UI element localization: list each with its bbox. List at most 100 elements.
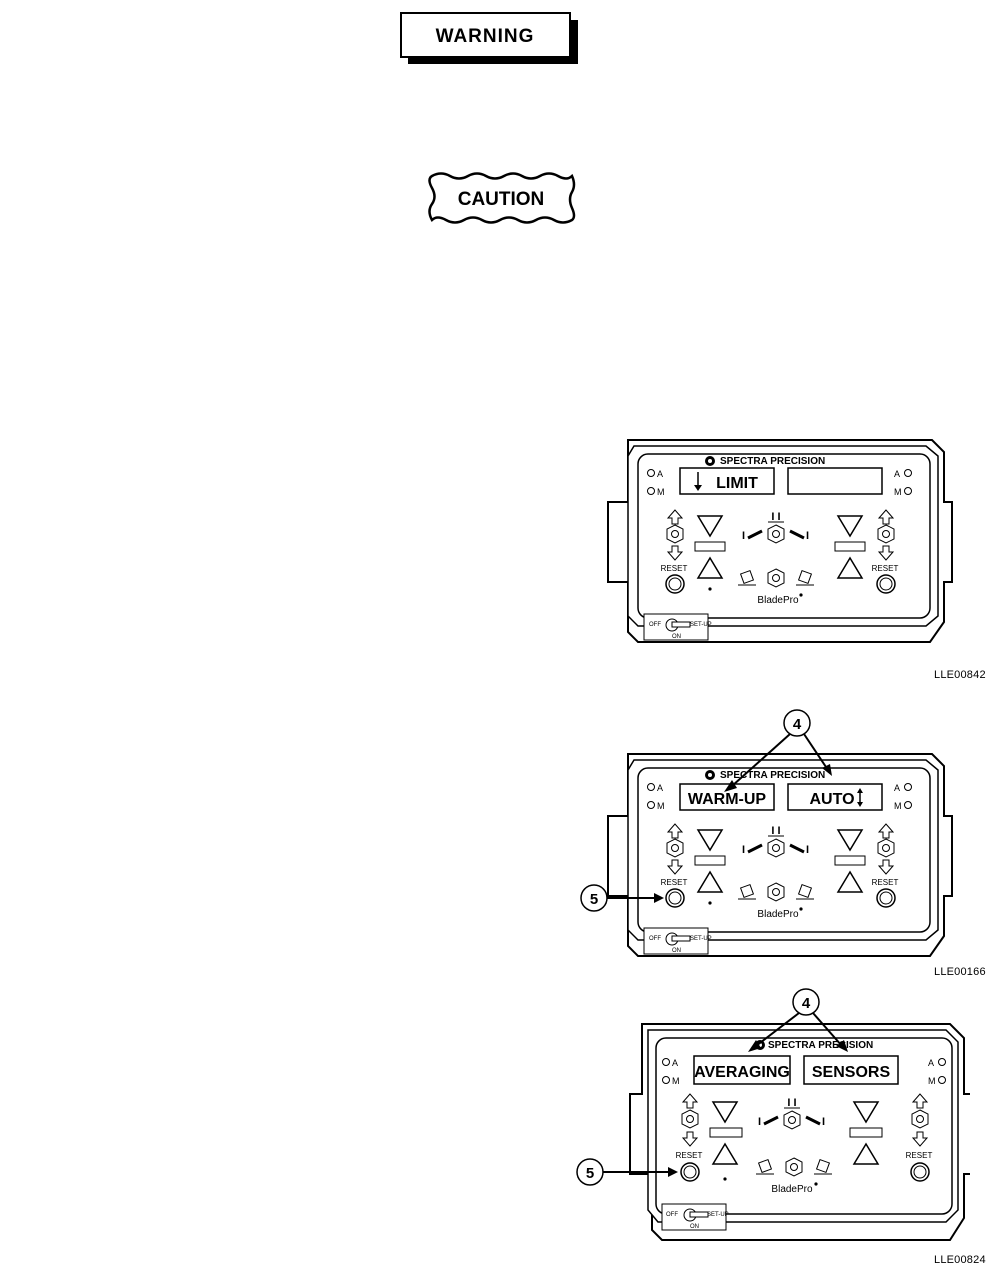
- blade-tilt-left-icon: [738, 883, 756, 900]
- right-raise-button[interactable]: [836, 870, 864, 893]
- hex-nut-icon: [681, 1109, 699, 1129]
- led-a-left-label: A: [657, 783, 663, 793]
- right-lower-button[interactable]: [852, 1101, 880, 1124]
- right-display: [787, 783, 883, 811]
- dual-sensor-icon: I I: [771, 825, 780, 837]
- left-lower-button[interactable]: [711, 1101, 739, 1124]
- reset-label-left: RESET: [676, 1151, 703, 1160]
- sensor-left-icon: I: [758, 1116, 761, 1128]
- blade-tilt-right-icon: [796, 883, 814, 900]
- hollow-up-arrow-icon: [877, 823, 895, 839]
- sensor-left-icon: I: [742, 530, 745, 542]
- right-display-text: SENSORS: [812, 1064, 891, 1081]
- hollow-up-arrow-icon: [666, 823, 684, 839]
- hollow-down-arrow-icon: [681, 1131, 699, 1147]
- led-m-left: [647, 801, 655, 809]
- left-raise-button[interactable]: [696, 870, 724, 893]
- hollow-down-arrow-icon: [877, 859, 895, 875]
- hex-nut-icon: [666, 838, 684, 858]
- spectra-logo-icon: [705, 770, 715, 780]
- led-m-right-label: M: [894, 801, 902, 811]
- hex-nut-icon: [877, 838, 895, 858]
- led-a-left-label: A: [657, 469, 663, 479]
- right-raise-button[interactable]: [852, 1142, 880, 1165]
- switch-on-label: ON: [690, 1224, 699, 1230]
- brand-name: SPECTRA PRECISION: [768, 1040, 873, 1051]
- hex-nut-icon: [783, 1110, 801, 1130]
- blade-tilt-right-icon: [814, 1158, 832, 1175]
- figure-id-2: LLE00166: [934, 966, 986, 978]
- right-lower-button[interactable]: [836, 829, 864, 852]
- led-a-right-label: A: [928, 1058, 934, 1068]
- brand-name: SPECTRA PRECISION: [720, 456, 825, 467]
- hollow-down-arrow-icon: [666, 545, 684, 561]
- left-raise-button[interactable]: [711, 1142, 739, 1165]
- hex-nut-icon: [767, 882, 785, 902]
- caution-notice: CAUTION: [428, 172, 576, 224]
- switch-setup-label: SET-UP: [707, 1212, 729, 1218]
- reset-label-right: RESET: [872, 878, 899, 887]
- caution-label: CAUTION: [458, 189, 545, 210]
- callout-4: [783, 709, 811, 737]
- up-down-arrow-icon: [857, 788, 863, 807]
- left-display-text: LIMIT: [716, 475, 758, 492]
- hollow-up-arrow-icon: [681, 1093, 699, 1109]
- led-m-right: [938, 1076, 946, 1084]
- led-m-left: [647, 487, 655, 495]
- blade-tilt-left-icon: [738, 569, 756, 586]
- switch-off-label: OFF: [649, 622, 661, 628]
- led-m-left-label: M: [672, 1076, 680, 1086]
- right-display: [803, 1055, 899, 1085]
- led-a-right-label: A: [894, 783, 900, 793]
- led-a-right: [904, 783, 912, 791]
- left-raise-button[interactable]: [696, 556, 724, 579]
- callout-5-label: 5: [590, 891, 598, 908]
- led-a-right: [938, 1058, 946, 1066]
- led-a-left: [662, 1058, 670, 1066]
- down-arrow-icon: [694, 472, 702, 491]
- dual-sensor-icon: I I: [771, 511, 780, 523]
- model-name: BladePro: [757, 595, 799, 606]
- reset-label-left: RESET: [661, 878, 688, 887]
- led-a-right: [904, 469, 912, 477]
- left-lower-button[interactable]: [696, 829, 724, 852]
- right-raise-button[interactable]: [836, 556, 864, 579]
- left-display: [679, 467, 775, 495]
- hex-nut-icon: [785, 1157, 803, 1177]
- hollow-down-arrow-icon: [666, 859, 684, 875]
- hex-nut-icon: [767, 568, 785, 588]
- led-m-right-label: M: [928, 1076, 936, 1086]
- switch-on-label: ON: [672, 634, 681, 640]
- blade-tilt-left-icon: [756, 1158, 774, 1175]
- left-indicator-bar: [694, 541, 726, 552]
- hex-nut-icon: [767, 838, 785, 858]
- right-lower-button[interactable]: [836, 515, 864, 538]
- blade-tilt-right-icon: [796, 569, 814, 586]
- reset-label-right: RESET: [872, 564, 899, 573]
- led-m-right: [904, 487, 912, 495]
- warning-label: WARNING: [436, 26, 535, 47]
- callout-4: [792, 988, 820, 1016]
- switch-setup-label: SET-UP: [690, 622, 712, 628]
- hex-nut-icon: [877, 524, 895, 544]
- hex-nut-icon: [911, 1109, 929, 1129]
- left-lower-button[interactable]: [696, 515, 724, 538]
- right-indicator-bar: [849, 1127, 883, 1138]
- led-m-right: [904, 801, 912, 809]
- led-m-left-label: M: [657, 487, 665, 497]
- hollow-up-arrow-icon: [877, 509, 895, 525]
- sensor-right-icon: I: [806, 844, 809, 856]
- led-a-left: [647, 469, 655, 477]
- hex-nut-icon: [666, 524, 684, 544]
- control-box-figure-2: SPECTRA PRECISION A M A M WARM-UP AUTO R…: [580, 709, 953, 957]
- led-m-left-label: M: [657, 801, 665, 811]
- led-a-right-label: A: [894, 469, 900, 479]
- right-indicator-bar: [834, 541, 866, 552]
- right-display-text: AUTO: [809, 791, 854, 808]
- callout-5-label: 5: [586, 1165, 594, 1182]
- model-name: BladePro: [771, 1184, 813, 1195]
- left-display: [693, 1055, 791, 1085]
- figure-id-3: LLE00824: [934, 1254, 986, 1266]
- dual-sensor-icon: I I: [787, 1097, 796, 1109]
- hollow-up-arrow-icon: [911, 1093, 929, 1109]
